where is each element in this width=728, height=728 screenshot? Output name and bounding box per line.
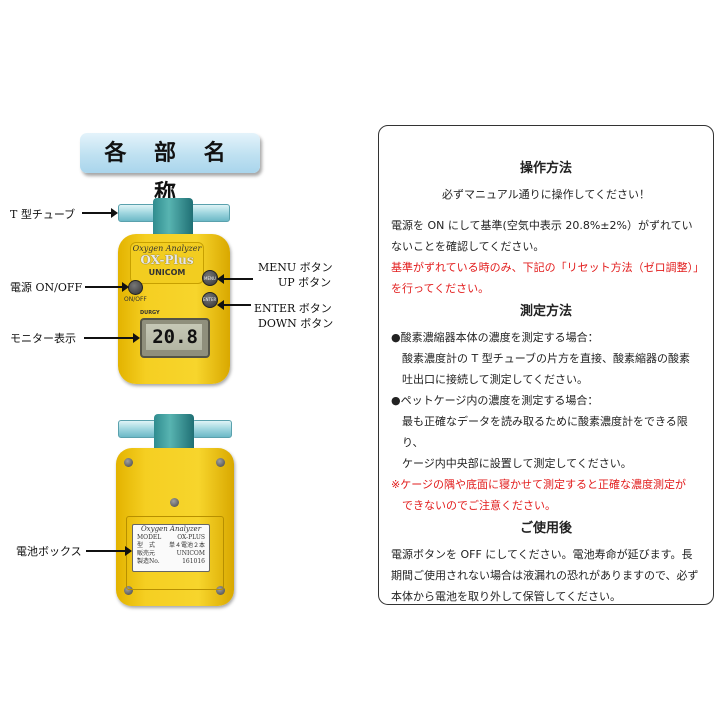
operation-text: 電源を ON にして基準(空気中表示 20.8%±2%）がずれていないことを確認… — [391, 219, 693, 253]
screw-bottom-left — [124, 586, 133, 595]
bullet-cage: ●ペットケージ内の濃度を測定する場合： — [391, 394, 599, 407]
cage-text-1: 最も正確なデータを読み取るために酸素濃度計をできる限り、 — [402, 415, 688, 449]
t-tube-center-back — [154, 414, 194, 454]
brand-line3: UNICOM — [148, 268, 186, 277]
callout-t-tube: T 型チューブ — [10, 208, 76, 221]
callout-monitor: モニター表示 — [10, 332, 76, 345]
monitor-display: 20.8 — [146, 324, 202, 350]
backplate-row: 製造No.161016 — [137, 558, 205, 565]
t-tube-center — [153, 198, 193, 240]
instruction-panel: 操作方法 必ずマニュアル通りに操作してください！ 電源を ON にして基準(空気… — [378, 125, 714, 605]
callout-power: 電源 ON/OFF — [10, 281, 83, 294]
lcd-brand: DURGY — [140, 310, 160, 316]
after-use-text: 電源ボタンを OFF にしてください。電池寿命が延びます。長期間ご使用されない場… — [391, 548, 699, 603]
screw-top-right — [216, 458, 225, 467]
heading-operation: 操作方法 — [519, 161, 572, 176]
brand-line2: OX-Plus — [140, 253, 194, 267]
callout-enter: ENTER ボタン — [254, 302, 332, 315]
arrow-battery — [86, 546, 132, 556]
concentrator-text-1: 酸素濃度計の T 型チューブの片方を直接、酸素縮器の酸素 — [402, 352, 691, 365]
power-button[interactable] — [128, 280, 143, 295]
arrow-t-tube — [82, 208, 118, 218]
t-tube-right-back — [192, 420, 232, 438]
screw-bottom-right — [216, 586, 225, 595]
t-tube-left — [118, 204, 158, 222]
callout-up: UP ボタン — [278, 276, 332, 289]
brand-line1: Oxygen Analyzer — [132, 244, 202, 253]
arrow-monitor — [84, 333, 140, 343]
warning-text-1: ※ケージの隅や底面に寝かせて測定すると正確な濃度測定が — [391, 478, 686, 491]
operation-note: 必ずマニュアル通りに操作してください！ — [441, 188, 650, 201]
heading-measurement: 測定方法 — [519, 304, 572, 319]
reset-note: 基準がずれている時のみ、下記の「リセット方法（ゼロ調整）」を行ってください。 — [391, 261, 699, 295]
arrow-enter-down — [217, 300, 251, 310]
lcd-frame: 20.8 — [140, 318, 210, 358]
t-tube-left-back — [118, 420, 158, 438]
cage-text-2: ケージ内中央部に設置して測定してください。 — [402, 457, 632, 470]
screw-center — [170, 498, 179, 507]
power-label: ON/OFF — [124, 296, 147, 303]
bullet-concentrator: ●酸素濃縮器本体の濃度を測定する場合： — [391, 331, 599, 344]
arrow-menu-up — [217, 274, 253, 284]
callout-menu: MENU ボタン — [258, 261, 333, 274]
arrow-power — [85, 282, 129, 292]
callout-battery: 電池ボックス — [16, 545, 82, 558]
enter-label: ENTER — [203, 297, 217, 302]
brand-plate: Oxygen Analyzer OX-Plus UNICOM — [130, 242, 204, 284]
concentrator-text-2: 吐出口に接続して測定してください。 — [402, 373, 589, 386]
t-tube-right — [190, 204, 230, 222]
device-body: Oxygen Analyzer OX-Plus UNICOM ON/OFF ME… — [118, 234, 230, 384]
screw-top-left — [124, 458, 133, 467]
backplate-row: 型 式単４電池２本 — [137, 542, 205, 549]
device-front: Oxygen Analyzer OX-Plus UNICOM ON/OFF ME… — [118, 196, 230, 386]
menu-label: MENU — [204, 276, 216, 281]
callout-down: DOWN ボタン — [258, 317, 334, 330]
heading-after-use: ご使用後 — [519, 521, 572, 536]
backplate-title: Oxygen Analyzer — [140, 525, 202, 533]
page-title: 各 部 名 称 — [80, 133, 260, 206]
warning-text-2: できないのでご注意ください。 — [402, 499, 556, 512]
